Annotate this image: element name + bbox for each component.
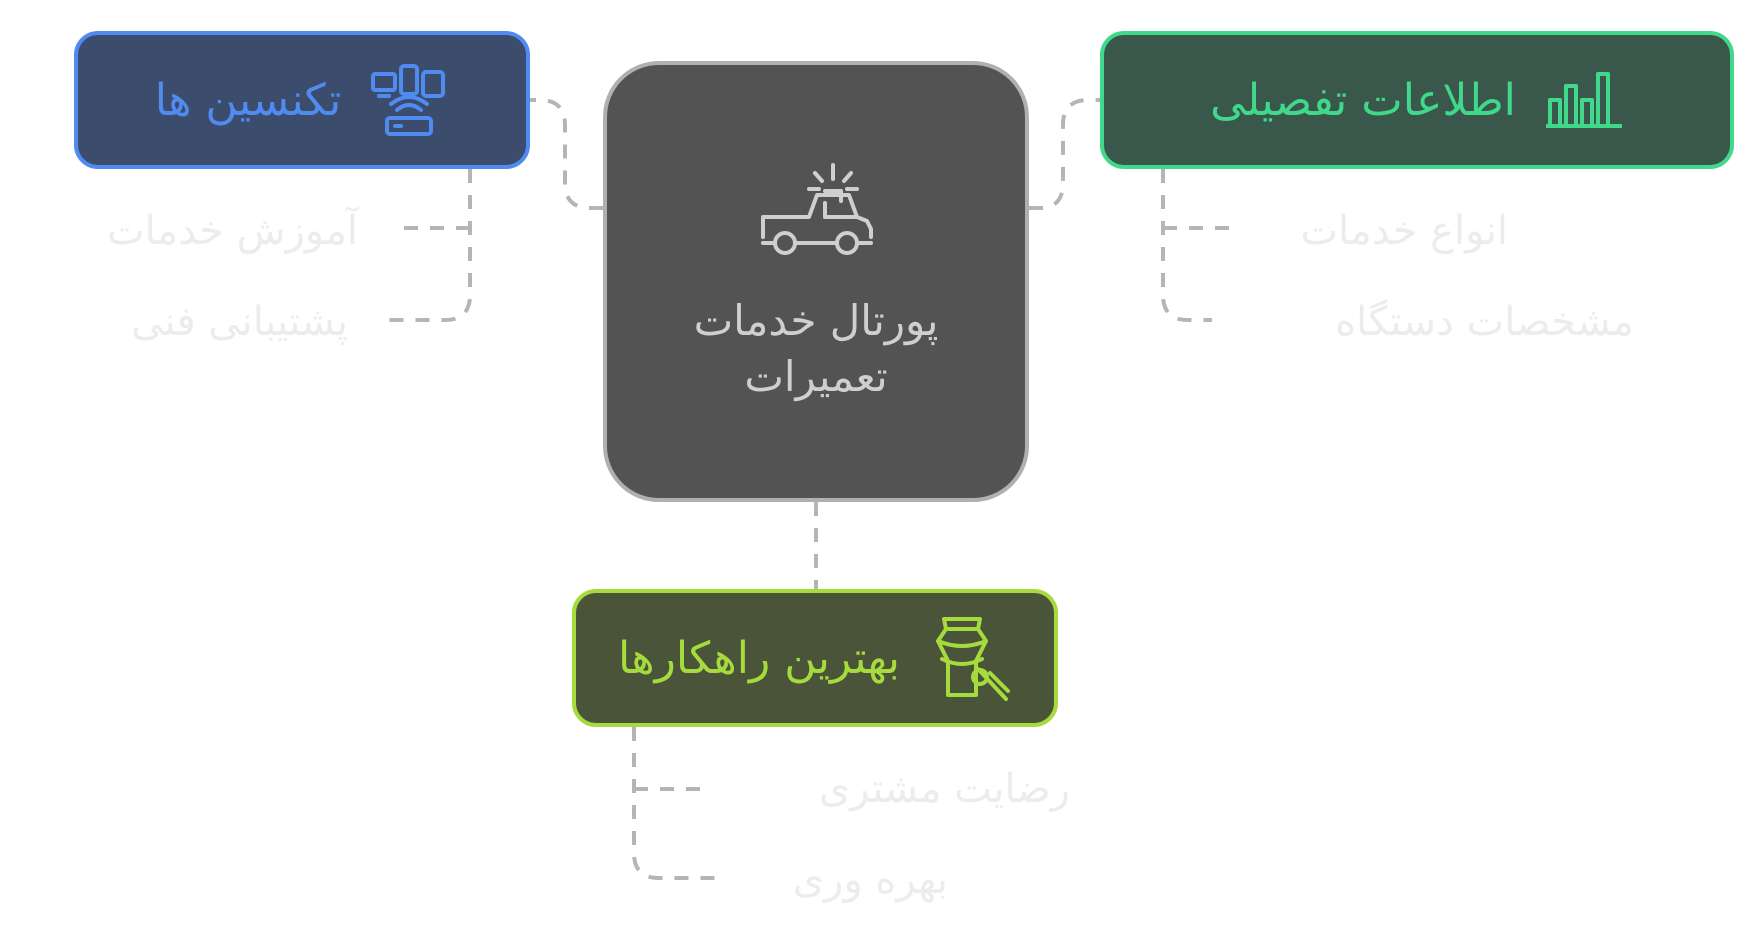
branch-details: اطلاعات تفصیلی	[1100, 31, 1734, 169]
sub-item-productivity: بهره وری	[792, 857, 948, 903]
connector-center-details	[1029, 98, 1100, 210]
bar-chart-icon	[1544, 70, 1624, 130]
sub-item-device-specs: مشخصات دستگاه	[1335, 299, 1634, 345]
branch-details-label: اطلاعات تفصیلی	[1210, 74, 1516, 126]
branch-solutions-label: بهترین راهکارها	[617, 632, 901, 684]
branch-solutions: بهترین راهکارها	[572, 589, 1058, 727]
vase-brush-icon	[928, 613, 1012, 703]
branch-technicians: تکنسین ها	[74, 31, 530, 169]
branch-technicians-label: تکنسین ها	[154, 74, 342, 126]
devices-router-icon	[369, 60, 449, 140]
connector-details-items	[1161, 169, 1240, 322]
center-node: پورتال خدمات تعمیرات	[603, 61, 1029, 502]
connector-solutions-items	[632, 727, 722, 880]
connector-technicians-items	[378, 169, 472, 322]
emergency-vehicle-icon	[751, 159, 881, 269]
sub-item-customer-satisfaction: رضایت مشتری	[818, 766, 1070, 812]
connector-center-technicians	[530, 98, 603, 210]
center-title: پورتال خدمات تعمیرات	[693, 295, 939, 401]
sub-item-technical-support: پشتیبانی فنی	[131, 299, 348, 345]
sub-item-service-types: انواع خدمات	[1300, 208, 1508, 254]
sub-item-service-training: آموزش خدمات	[106, 208, 358, 254]
